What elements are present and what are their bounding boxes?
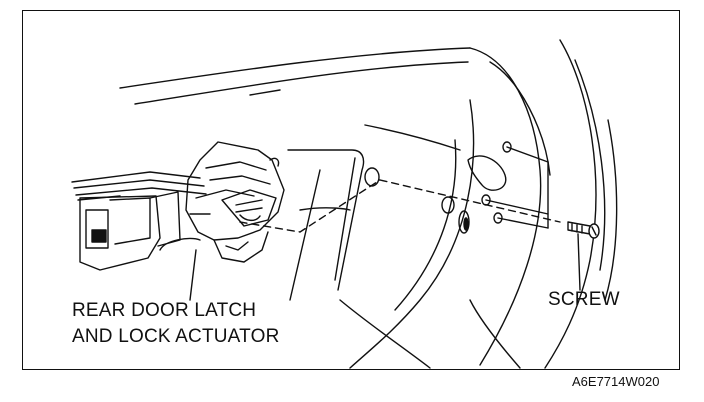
figure-code: A6E7714W020 <box>572 374 660 389</box>
door-frame-lines <box>119 39 618 369</box>
screw-label: SCREW <box>548 289 620 310</box>
latch-label-line2: AND LOCK ACTUATOR <box>72 326 280 347</box>
screw <box>567 221 600 239</box>
door-edge-holes <box>364 141 512 234</box>
door-panel-lines <box>287 124 461 369</box>
latch-label-line1: REAR DOOR LATCH <box>72 300 257 321</box>
diagram-frame <box>22 10 680 370</box>
latch-assembly <box>71 141 285 271</box>
assembly-lines <box>239 146 561 233</box>
leader-lines <box>189 233 581 301</box>
